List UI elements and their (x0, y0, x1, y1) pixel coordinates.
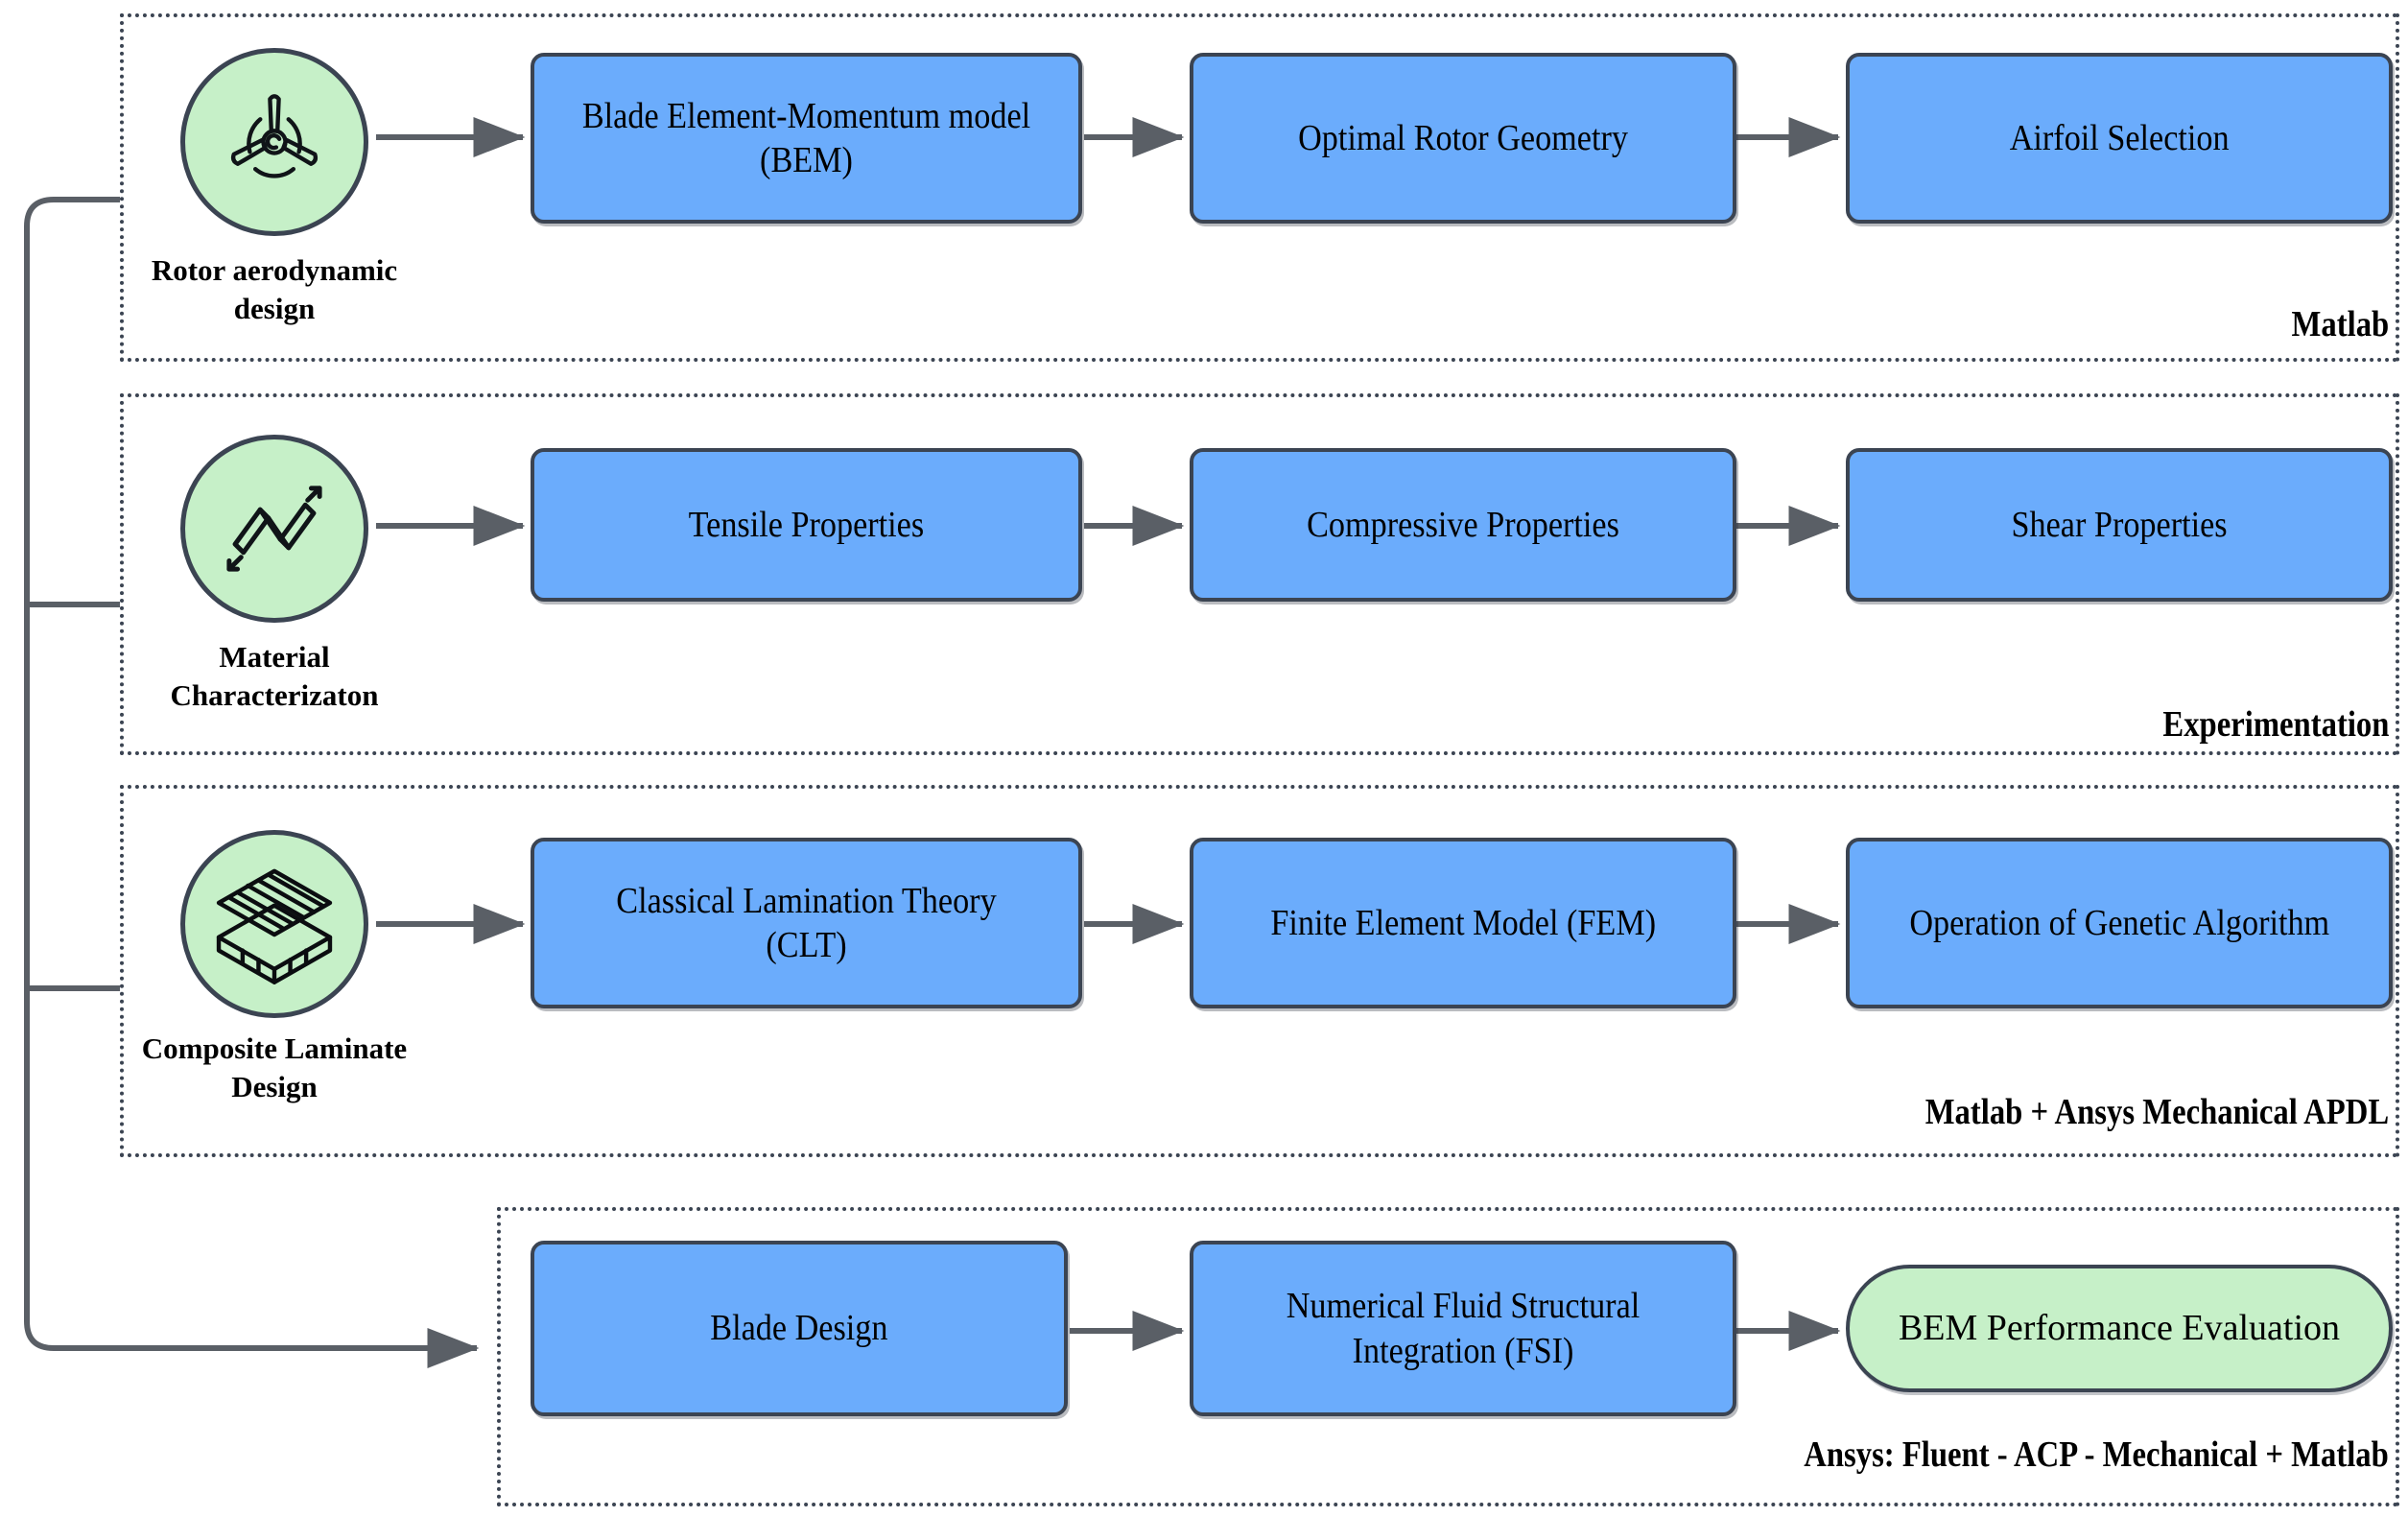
wind-turbine-icon (230, 94, 319, 178)
stage-label-composite-laminate-design: Composite Laminate Design (141, 1031, 408, 1104)
step-label: Blade Design (710, 1308, 888, 1349)
step-box-classical-lamination-theory[interactable]: Classical Lamination Theory (CLT) (531, 838, 1082, 1008)
step-box-blade-design[interactable]: Blade Design (531, 1241, 1068, 1416)
step-label: Classical Lamination Theory (CLT) (616, 880, 997, 965)
group-caption-matlab-ansys-apdl: Matlab + Ansys Mechanical APDL (1924, 1092, 2389, 1132)
step-label: Operation of Genetic Algorithm (1909, 902, 2329, 943)
step-box-genetic-algorithm[interactable]: Operation of Genetic Algorithm (1846, 838, 2393, 1008)
step-label: Tensile Properties (688, 504, 925, 545)
group-frame-rotor-aerodynamic-design (120, 13, 2399, 362)
stage-label-material-characterization: Material Characterizaton (170, 640, 379, 713)
group-caption-ansys-fluent-acp: Ansys: Fluent - ACP - Mechanical + Matla… (1804, 1434, 2389, 1475)
terminal-bem-performance-evaluation[interactable]: BEM Performance Evaluation (1846, 1265, 2393, 1392)
wind-turbine-icon-circle (180, 48, 368, 236)
step-label: Airfoil Selection (2009, 117, 2230, 158)
composite-layers-icon (216, 868, 333, 984)
group-caption-experimentation: Experimentation (2161, 704, 2389, 745)
step-box-compressive-properties[interactable]: Compressive Properties (1190, 448, 1736, 602)
step-box-shear-properties[interactable]: Shear Properties (1846, 448, 2393, 602)
step-box-fluid-structural-integration[interactable]: Numerical Fluid Structural Integration (… (1190, 1241, 1736, 1416)
tensile-specimen-icon-circle (180, 435, 368, 623)
step-box-optimal-rotor-geometry[interactable]: Optimal Rotor Geometry (1190, 53, 1736, 224)
step-label: Numerical Fluid Structural Integration (… (1286, 1286, 1641, 1371)
stage-label-rotor-aerodynamic-design: Rotor aerodynamic design (151, 253, 398, 326)
group-frame-integration-evaluation (497, 1207, 2399, 1506)
group-frame-material-characterization (120, 393, 2399, 755)
step-box-finite-element-model[interactable]: Finite Element Model (FEM) (1190, 838, 1736, 1008)
terminal-label: BEM Performance Evaluation (1898, 1307, 2341, 1348)
step-label: Optimal Rotor Geometry (1298, 117, 1628, 158)
step-label: Blade Element-Momentum model (BEM) (581, 95, 1031, 180)
group-frame-composite-laminate-design (120, 785, 2399, 1157)
step-box-tensile-properties[interactable]: Tensile Properties (531, 448, 1082, 602)
tensile-specimen-icon (226, 486, 322, 572)
composite-layers-icon-circle (180, 830, 368, 1018)
step-label: Compressive Properties (1307, 504, 1619, 545)
step-label: Shear Properties (2011, 504, 2228, 545)
bracket-main-spine (24, 197, 480, 1368)
step-box-blade-element-momentum[interactable]: Blade Element-Momentum model (BEM) (531, 53, 1082, 224)
group-caption-matlab: Matlab (2291, 304, 2389, 344)
step-label: Finite Element Model (FEM) (1270, 902, 1656, 943)
step-box-airfoil-selection[interactable]: Airfoil Selection (1846, 53, 2393, 224)
